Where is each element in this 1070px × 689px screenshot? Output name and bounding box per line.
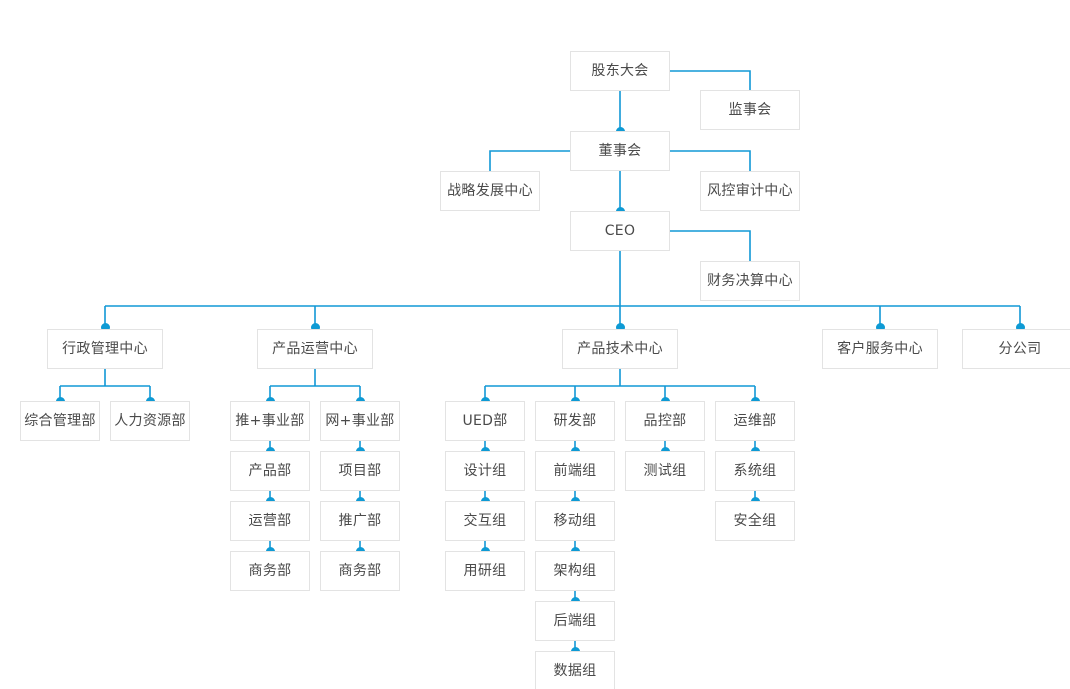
node-label: 数据组 — [553, 663, 597, 679]
node-label: 推+事业部 — [235, 413, 305, 429]
node-label: 测试组 — [643, 463, 687, 479]
node-interaction-group[interactable]: 交互组 — [445, 501, 525, 541]
node-operations-dept[interactable]: 运营部 — [230, 501, 310, 541]
node-label: 安全组 — [733, 513, 777, 529]
node-project-dept[interactable]: 项目部 — [320, 451, 400, 491]
node-label: 股东大会 — [591, 63, 649, 79]
node-security-group[interactable]: 安全组 — [715, 501, 795, 541]
node-label: 商务部 — [248, 563, 292, 579]
node-label: 分公司 — [998, 341, 1042, 357]
node-label: CEO — [604, 223, 636, 239]
node-product-operations-center[interactable]: 产品运营中心 — [257, 329, 373, 369]
connector-dot — [310, 322, 320, 332]
node-label: 研发部 — [553, 413, 597, 429]
node-label: 监事会 — [728, 102, 772, 118]
node-label: 推广部 — [338, 513, 382, 529]
node-label: 网+事业部 — [325, 413, 395, 429]
node-customer-service-center[interactable]: 客户服务中心 — [822, 329, 938, 369]
node-label: 董事会 — [598, 143, 642, 159]
node-admin-management-center[interactable]: 行政管理中心 — [47, 329, 163, 369]
node-operations-maintenance-dept[interactable]: 运维部 — [715, 401, 795, 441]
connector-dot — [615, 322, 625, 332]
node-label: 财务决算中心 — [707, 273, 793, 289]
node-human-resources-dept[interactable]: 人力资源部 — [110, 401, 190, 441]
node-label: 运营部 — [248, 513, 292, 529]
node-label: 商务部 — [338, 563, 382, 579]
connector-dot — [875, 322, 885, 332]
node-quality-control-dept[interactable]: 品控部 — [625, 401, 705, 441]
node-label: 后端组 — [553, 613, 597, 629]
node-rd-dept[interactable]: 研发部 — [535, 401, 615, 441]
node-label: 设计组 — [463, 463, 507, 479]
node-business-dept-left[interactable]: 商务部 — [230, 551, 310, 591]
node-user-research-group[interactable]: 用研组 — [445, 551, 525, 591]
node-ceo[interactable]: CEO — [570, 211, 670, 251]
node-label: 行政管理中心 — [62, 341, 148, 357]
node-label: 用研组 — [463, 563, 507, 579]
node-architecture-group[interactable]: 架构组 — [535, 551, 615, 591]
connector-dot — [100, 322, 110, 332]
node-strategy-development-center[interactable]: 战略发展中心 — [440, 171, 540, 211]
node-label: 人力资源部 — [114, 413, 186, 429]
node-design-group[interactable]: 设计组 — [445, 451, 525, 491]
node-product-technology-center[interactable]: 产品技术中心 — [562, 329, 678, 369]
node-shareholders-meeting[interactable]: 股东大会 — [570, 51, 670, 91]
node-product-dept[interactable]: 产品部 — [230, 451, 310, 491]
node-label: 产品运营中心 — [272, 341, 358, 357]
node-label: UED部 — [462, 413, 508, 429]
node-backend-group[interactable]: 后端组 — [535, 601, 615, 641]
node-branch-company[interactable]: 分公司 — [962, 329, 1070, 369]
node-system-group[interactable]: 系统组 — [715, 451, 795, 491]
connector-dot — [1015, 322, 1025, 332]
node-business-dept-right[interactable]: 商务部 — [320, 551, 400, 591]
node-label: 前端组 — [553, 463, 597, 479]
node-mobile-group[interactable]: 移动组 — [535, 501, 615, 541]
node-label: 品控部 — [643, 413, 687, 429]
node-label: 战略发展中心 — [447, 183, 533, 199]
node-board-of-directors[interactable]: 董事会 — [570, 131, 670, 171]
node-label: 产品部 — [248, 463, 292, 479]
node-label: 交互组 — [463, 513, 507, 529]
node-board-of-supervisors[interactable]: 监事会 — [700, 90, 800, 130]
node-label: 产品技术中心 — [577, 341, 663, 357]
node-test-group[interactable]: 测试组 — [625, 451, 705, 491]
node-risk-audit-center[interactable]: 风控审计中心 — [700, 171, 800, 211]
node-label: 风控审计中心 — [707, 183, 793, 199]
node-label: 运维部 — [733, 413, 777, 429]
node-general-management-dept[interactable]: 综合管理部 — [20, 401, 100, 441]
node-label: 客户服务中心 — [837, 341, 923, 357]
node-promotion-dept[interactable]: 推广部 — [320, 501, 400, 541]
node-label: 架构组 — [553, 563, 597, 579]
node-label: 系统组 — [733, 463, 777, 479]
node-finance-settlement-center[interactable]: 财务决算中心 — [700, 261, 800, 301]
node-label: 综合管理部 — [24, 413, 96, 429]
node-label: 项目部 — [338, 463, 382, 479]
node-ued-dept[interactable]: UED部 — [445, 401, 525, 441]
node-label: 移动组 — [553, 513, 597, 529]
node-tui-business-unit[interactable]: 推+事业部 — [230, 401, 310, 441]
node-frontend-group[interactable]: 前端组 — [535, 451, 615, 491]
node-wang-business-unit[interactable]: 网+事业部 — [320, 401, 400, 441]
node-data-group[interactable]: 数据组 — [535, 651, 615, 689]
